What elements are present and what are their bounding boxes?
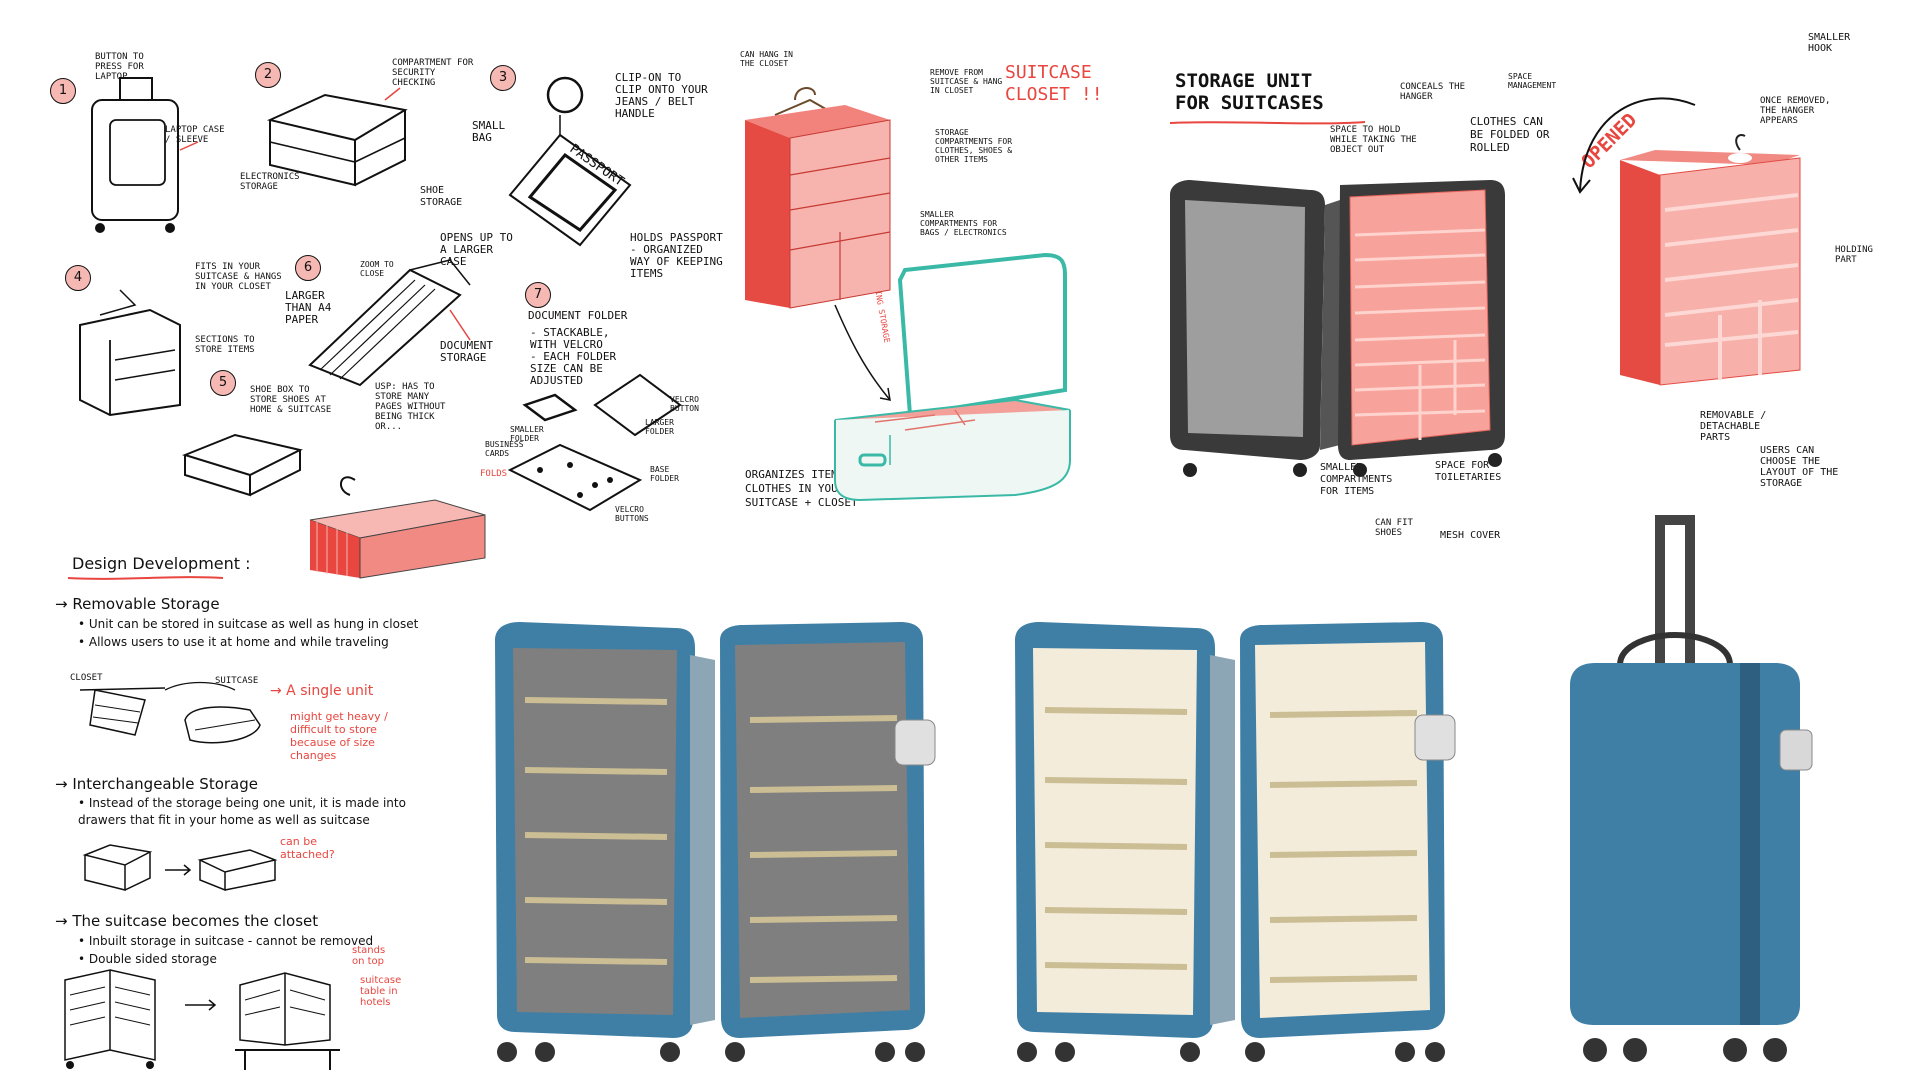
annotation: STORAGE COMPARTMENTS FOR CLOTHES, SHOES …: [935, 128, 1013, 164]
design-item-heading: → The suitcase becomes the closet: [55, 912, 319, 930]
storage-unit-title: STORAGE UNIT FOR SUITCASES: [1175, 70, 1324, 114]
annotation: SHOE BOX TO STORE SHOES AT HOME & SUITCA…: [250, 385, 332, 415]
annotation: HOLDS PASSPORT - ORGANIZED WAY OF KEEPIN…: [630, 231, 723, 280]
annotation: CAN FIT SHOES: [1375, 518, 1413, 538]
suitcase-closet-title: SUITCASE CLOSET !!: [1005, 62, 1103, 105]
folds-label: FOLDS: [480, 469, 508, 479]
annotation: LARGER THAN A4 PAPER: [285, 289, 332, 326]
annotation: REMOVE FROM SUITCASE & HANG IN CLOSET: [930, 68, 1003, 95]
design-item: • Double sided storage: [78, 952, 217, 966]
annotation: HOLDING PART: [1835, 245, 1873, 265]
design-note-red: stands on top: [352, 945, 386, 967]
arrow-into-suitcase: [834, 304, 891, 401]
annotation: USP: HAS TO STORE MANY PAGES WITHOUT BEI…: [375, 382, 446, 432]
step-number-3: 3: [490, 65, 516, 91]
design-item-heading: → Removable Storage: [55, 595, 220, 613]
closet-shelf-unit: [745, 87, 891, 309]
design-note-red: → A single unit: [270, 683, 374, 699]
annotation: SMALLER HOOK: [1808, 32, 1851, 54]
annotation: CLIP-ON TO CLIP ONTO YOUR JEANS / BELT H…: [615, 71, 708, 120]
sketch-laptop-suitcase: [91, 77, 199, 233]
annotation: OPENS UP TO A LARGER CASE: [440, 231, 513, 268]
opened-storage-unit: [1620, 134, 1801, 386]
annotation: SMALLER COMPARTMENTS FOR BAGS / ELECTRON…: [920, 210, 1007, 237]
suitcase-render-grey-interior: [495, 622, 936, 1062]
annotation: LAPTOP CASE / SLEEVE: [165, 125, 225, 145]
step-number-2: 2: [255, 62, 281, 88]
annotation: SHOE STORAGE: [420, 185, 463, 208]
folded-pink-block: [309, 476, 486, 579]
annotation: SMALLER COMPARTMENTS FOR ITEMS: [1320, 462, 1393, 497]
open-suitcase-with-organizer: [834, 252, 1071, 502]
annotation: CONCEALS THE HANGER: [1400, 82, 1466, 102]
annotation: SPACE TO HOLD WHILE TAKING THE OBJECT OU…: [1330, 125, 1417, 155]
suitcase-render-closed: [1570, 515, 1813, 1062]
design-note-red: suitcase table in hotels: [360, 975, 402, 1008]
annotation: SPACE MANAGEMENT: [1508, 72, 1557, 90]
sketch-document-folder: [507, 373, 682, 512]
annotation: FITS IN YOUR SUITCASE & HANGS IN YOUR CL…: [195, 262, 282, 292]
design-note-red: can be attached?: [280, 835, 335, 861]
step-number-5: 5: [210, 370, 236, 396]
design-item: • Allows users to use it at home and whi…: [78, 635, 389, 649]
annotation: ZOOM TO CLOSE: [360, 260, 394, 278]
title-underline: [1169, 121, 1366, 125]
annotation: USERS CAN CHOOSE THE LAYOUT OF THE STORA…: [1760, 445, 1839, 489]
annotation: DOCUMENT STORAGE: [440, 339, 493, 364]
document-folder-title: DOCUMENT FOLDER: [528, 309, 628, 322]
annotation: BUSINESS CARDS: [485, 440, 524, 458]
sketch-box-compartment: [266, 87, 408, 187]
annotation: - EACH FOLDER SIZE CAN BE ADJUSTED: [530, 350, 617, 387]
sketch-passport-bag: [508, 76, 632, 247]
annotation: - STACKABLE, WITH VELCRO: [530, 326, 610, 351]
annotation: ELECTRONICS STORAGE: [240, 172, 300, 192]
step-number-6: 6: [295, 255, 321, 281]
title-underline: [67, 576, 224, 580]
step-number-1: 1: [50, 78, 76, 104]
annotation: SECTIONS TO STORE ITEMS: [195, 335, 255, 355]
annotation: MESH COVER: [1440, 530, 1501, 541]
annotation: BUTTON TO PRESS FOR LAPTOP: [95, 52, 144, 82]
step-number-4: 4: [65, 265, 91, 291]
annotation: ONCE REMOVED, THE HANGER APPEARS: [1760, 96, 1831, 126]
annotation: CLOTHES CAN BE FOLDED OR ROLLED: [1470, 115, 1550, 154]
annotation: VELCRO BUTTONS: [615, 505, 649, 523]
closet-label: CLOSET: [70, 673, 103, 683]
annotation: SPACE FOR TOILETARIES: [1435, 460, 1502, 483]
sketch-hanging-shelf: [79, 289, 181, 417]
annotation: BASE FOLDER: [650, 465, 679, 483]
design-item-heading: → Interchangeable Storage: [55, 775, 258, 793]
annotation: LARGER FOLDER: [645, 418, 674, 436]
sketch-shoe-box: [181, 433, 303, 497]
suitcase-storage-unit: [1170, 180, 1505, 477]
annotation: VELCRO BUTTON: [670, 395, 699, 413]
opened-arrow: [1572, 97, 1696, 194]
suitcase-render-white-interior: [1015, 622, 1456, 1062]
design-development-title: Design Development :: [72, 554, 251, 573]
annotation: SMALLER FOLDER: [510, 425, 544, 443]
suitcase-label: SUITCASE: [215, 676, 259, 686]
annotation: SMALL BAG: [472, 119, 506, 144]
annotation: CAN HANG IN THE CLOSET: [740, 50, 793, 68]
sketch-suitcase-closet: [64, 969, 340, 1070]
step-number-7: 7: [525, 282, 551, 308]
design-item: • Unit can be stored in suitcase as well…: [78, 617, 419, 631]
design-item: • Instead of the storage being one unit,…: [78, 796, 406, 827]
design-item: • Inbuilt storage in suitcase - cannot b…: [78, 934, 374, 948]
annotation: REMOVABLE / DETACHABLE PARTS: [1700, 410, 1767, 443]
sketch-document-case: [308, 259, 471, 387]
sketch-interchangeable-storage: [82, 844, 278, 892]
design-note-red: might get heavy / difficult to store bec…: [290, 710, 388, 762]
sketch-removable-storage: [79, 681, 261, 744]
annotation: COMPARTMENT FOR SECURITY CHECKING: [392, 58, 474, 88]
